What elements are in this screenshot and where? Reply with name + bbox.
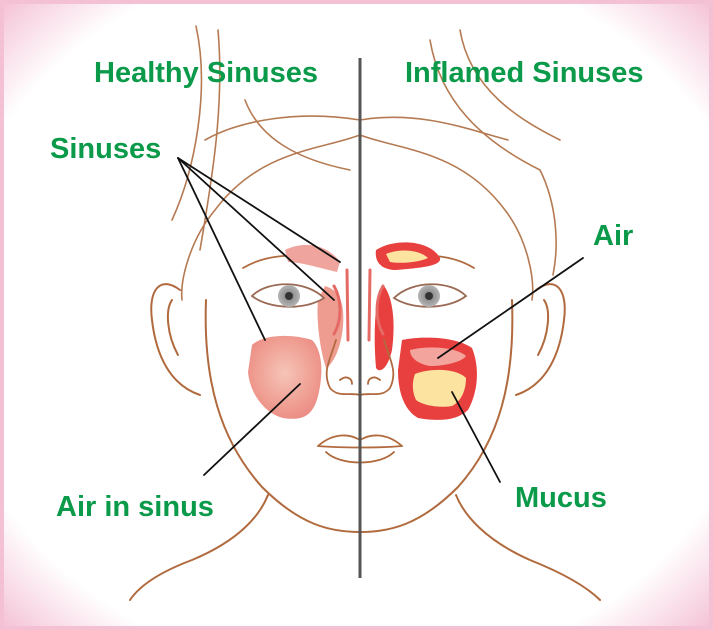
inflamed-sinuses-title: Inflamed Sinuses: [405, 59, 644, 88]
air-label: Air: [593, 222, 633, 251]
air-in-sinus-label: Air in sinus: [56, 493, 214, 522]
mucus-label: Mucus: [515, 484, 607, 513]
sinuses-label: Sinuses: [50, 135, 161, 164]
healthy-sinuses-title: Healthy Sinuses: [94, 59, 318, 88]
